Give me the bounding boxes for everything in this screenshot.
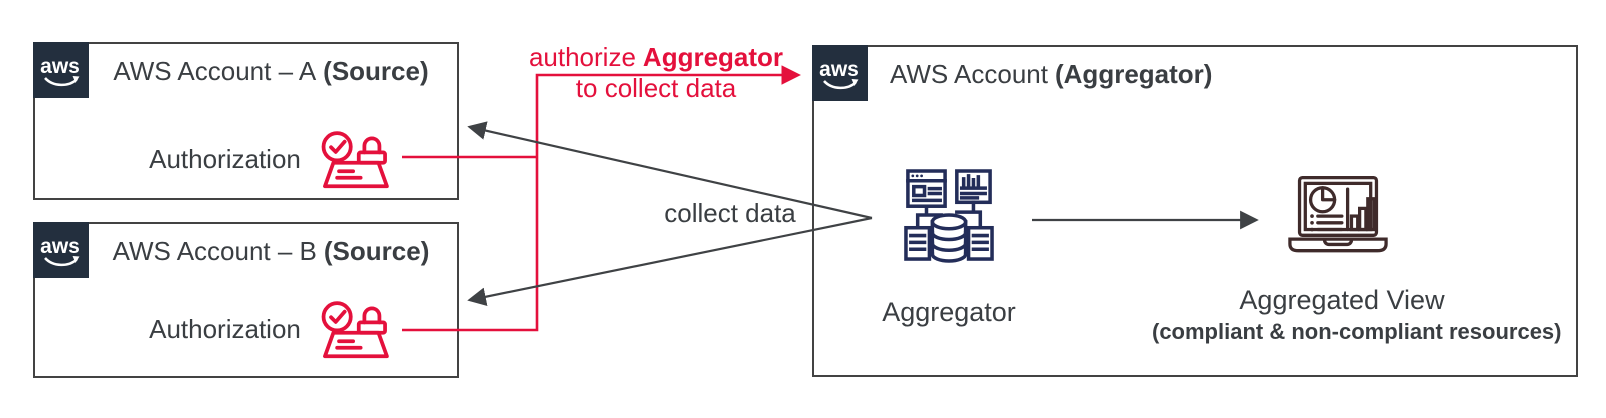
authorization-row: Authorization [105, 121, 441, 197]
aggregated-view-sublabel: (compliant & non-compliant resources) [1152, 319, 1562, 344]
source-account-a-box: aws AWS Account – A (Source) Authorizati… [32, 41, 459, 200]
aggregated-view-icon [1288, 175, 1388, 253]
aggregated-view-label: Aggregated View [1239, 285, 1445, 315]
aggregator-label: Aggregator [882, 297, 1016, 327]
aggregator-icon [904, 169, 994, 263]
account-title: AWS Account – A (Source) [93, 42, 449, 100]
authorization-label: Authorization [149, 313, 301, 344]
account-title-main: AWS Account – B [112, 235, 317, 266]
account-title-main: AWS Account – A [113, 55, 317, 86]
account-title-qualifier: (Source) [323, 55, 429, 86]
aws-logo-text: aws [40, 235, 80, 258]
account-title: AWS Account (Aggregator) [872, 45, 1568, 103]
authorization-stamp-icon [321, 301, 389, 359]
account-title: AWS Account – B (Source) [93, 222, 449, 280]
aggregator-account-box: aws AWS Account (Aggregator) [811, 44, 1578, 377]
authorization-label: Authorization [149, 143, 301, 174]
account-title-main: AWS Account [890, 58, 1048, 89]
authorize-label-line2: to collect data [575, 73, 737, 103]
aws-logo-icon: aws [811, 44, 868, 101]
account-title-qualifier: (Aggregator) [1055, 58, 1213, 89]
aws-logo-icon: aws [32, 41, 89, 98]
aws-logo-text: aws [819, 58, 859, 81]
collect-data-label: collect data [664, 198, 796, 228]
aggregated-view-labels: Aggregated View (compliant & non-complia… [1152, 285, 1562, 345]
authorization-row: Authorization [105, 291, 441, 367]
authorization-stamp-icon [321, 131, 389, 189]
aws-logo-icon: aws [32, 221, 89, 278]
aws-logo-text: aws [40, 55, 80, 78]
source-account-b-box: aws AWS Account – B (Source) Authorizati… [32, 221, 459, 378]
account-title-qualifier: (Source) [323, 235, 430, 266]
